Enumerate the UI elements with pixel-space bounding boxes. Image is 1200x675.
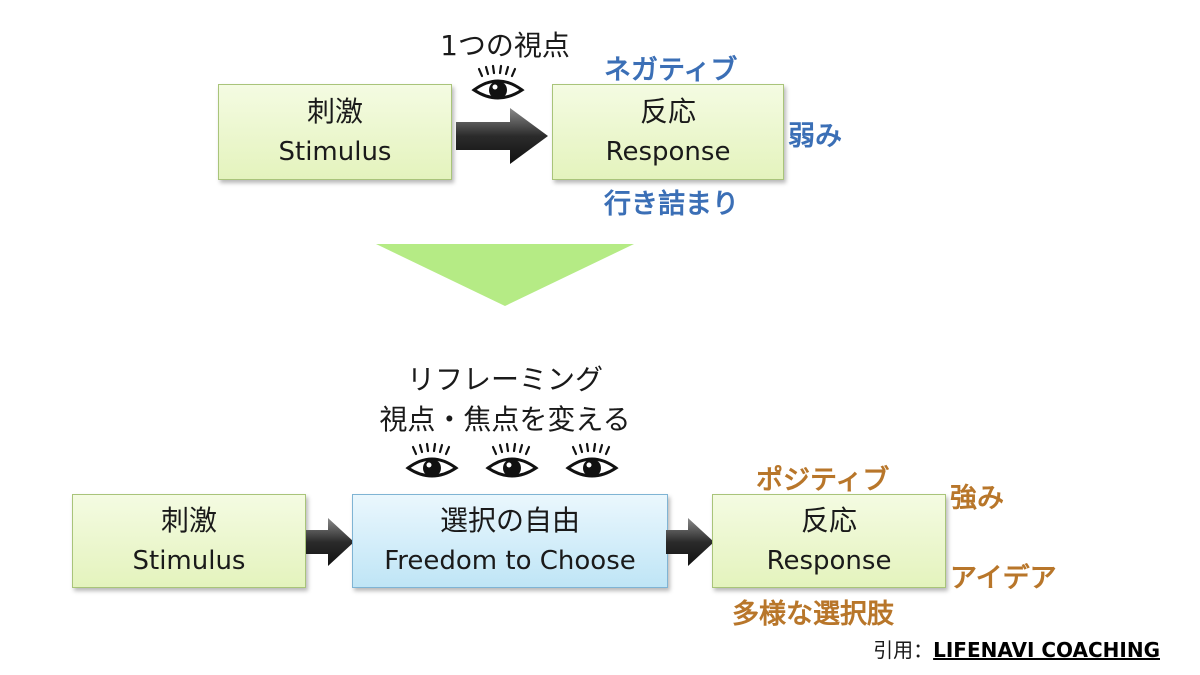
response-box-top: 反応 Response (552, 84, 784, 180)
stimulus-box-top: 刺激 Stimulus (218, 84, 452, 180)
freedom-en: Freedom to Choose (384, 546, 636, 576)
response-jp: 反応 (800, 504, 857, 537)
stimulus-jp: 刺激 (160, 504, 217, 537)
response-en: Response (766, 546, 892, 576)
freedom-to-choose-box: 選択の自由 Freedom to Choose (352, 494, 668, 588)
stimulus-en: Stimulus (278, 137, 392, 167)
change-viewpoint-label: 視点・焦点を変える (379, 403, 631, 436)
stuck-label: 行き詰まり (604, 189, 739, 220)
eye-icon (471, 64, 525, 100)
arrow-right-icon (306, 518, 354, 566)
idea-label: アイデア (950, 563, 1057, 594)
arrow-right-icon (666, 518, 714, 566)
eye-icon (485, 442, 539, 478)
citation-prefix: 引用： (873, 638, 934, 662)
eye-icon (405, 442, 459, 478)
response-jp: 反応 (639, 95, 696, 128)
stimulus-jp: 刺激 (306, 95, 363, 128)
stimulus-box-bottom: 刺激 Stimulus (72, 494, 306, 588)
freedom-jp: 選択の自由 (439, 504, 580, 537)
eye-icon (565, 442, 619, 478)
response-en: Response (605, 137, 731, 167)
down-triangle-icon (376, 244, 634, 306)
citation: 引用：LIFENAVI COACHING (873, 634, 1160, 663)
citation-link[interactable]: LIFENAVI COACHING (933, 638, 1160, 662)
positive-label: ポジティブ (756, 465, 890, 496)
stimulus-en: Stimulus (132, 546, 246, 576)
response-box-bottom: 反応 Response (712, 494, 946, 588)
arrow-right-icon (456, 108, 548, 164)
single-viewpoint-label: 1つの視点 (440, 29, 570, 62)
negative-label: ネガティブ (604, 55, 738, 86)
strength-label: 強み (950, 483, 1004, 514)
reframing-label: リフレーミング (406, 363, 603, 396)
weakness-label: 弱み (788, 121, 842, 152)
diverse-options-label: 多様な選択肢 (732, 599, 894, 630)
